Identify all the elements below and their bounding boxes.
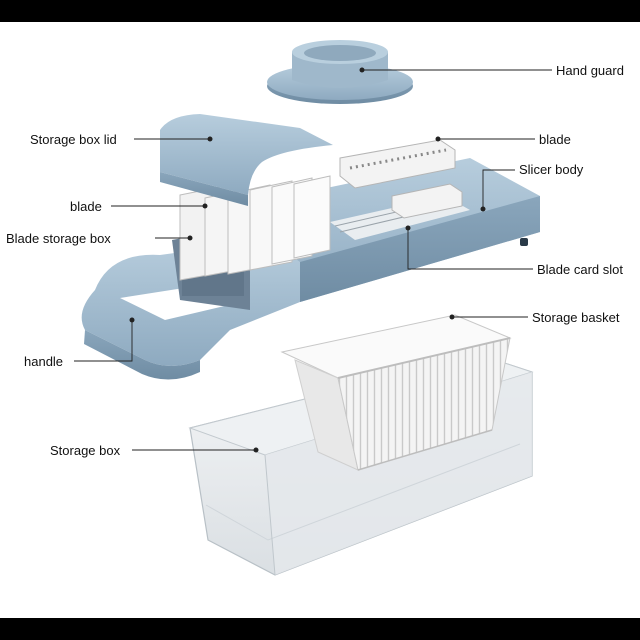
stored-blades [179,175,331,281]
label-blade-left: blade [70,199,102,214]
label-blade-card-slot: Blade card slot [537,262,623,277]
label-blade-top: blade [539,132,571,147]
label-handle: handle [24,354,63,369]
blade-card-slot-insert [391,183,463,219]
label-storage-box: Storage box [50,443,121,458]
label-storage-basket: Storage basket [532,310,620,325]
leader-lines [74,67,552,453]
storage-basket [280,314,512,471]
label-hand-guard: Hand guard [556,63,624,78]
hand-guard [267,40,413,104]
label-storage-box-lid: Storage box lid [30,132,117,147]
storage-box-lid [160,114,333,206]
label-slicer-body: Slicer body [519,162,584,177]
label-blade-storage-box: Blade storage box [6,231,111,246]
